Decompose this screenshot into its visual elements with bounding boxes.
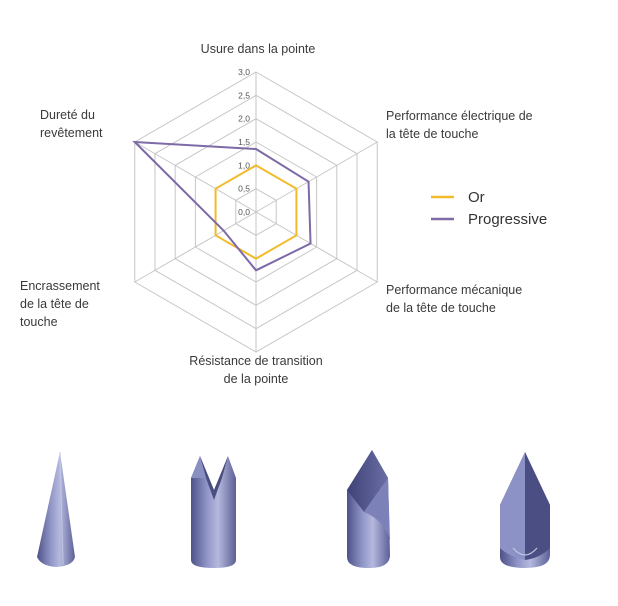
- tick-label: 2,0: [238, 114, 250, 124]
- grid-spoke: [134, 211, 257, 283]
- tick-label: 2,5: [238, 90, 250, 100]
- radar-grid: [134, 71, 378, 353]
- legend-label-progressive: Progressive: [468, 211, 547, 228]
- series-progressive-line: [132, 140, 312, 272]
- radar-tick-labels: 0,0 0,5 1,0 1,5 2,0 2,5 3,0: [238, 67, 250, 217]
- axis-label: Usure dans la pointe: [201, 42, 316, 56]
- crown-tip-icon: [191, 456, 236, 568]
- conical-tip-icon: [37, 451, 75, 567]
- tick-label: 3,0: [238, 67, 250, 77]
- series-or-line: [214, 164, 298, 260]
- tick-label: 0,5: [238, 184, 250, 194]
- tick-label: 1,0: [238, 160, 250, 170]
- radar-series: [132, 140, 312, 272]
- grid-spoke: [134, 141, 257, 213]
- chisel-tip-icon: [500, 452, 550, 568]
- tick-label: 0,0: [238, 207, 250, 217]
- grid-spoke: [255, 141, 378, 213]
- grid-spoke: [255, 211, 378, 283]
- legend-label-or: Or: [468, 189, 485, 206]
- wedge-tip-icon: [347, 450, 390, 568]
- tick-label: 1,5: [238, 137, 250, 147]
